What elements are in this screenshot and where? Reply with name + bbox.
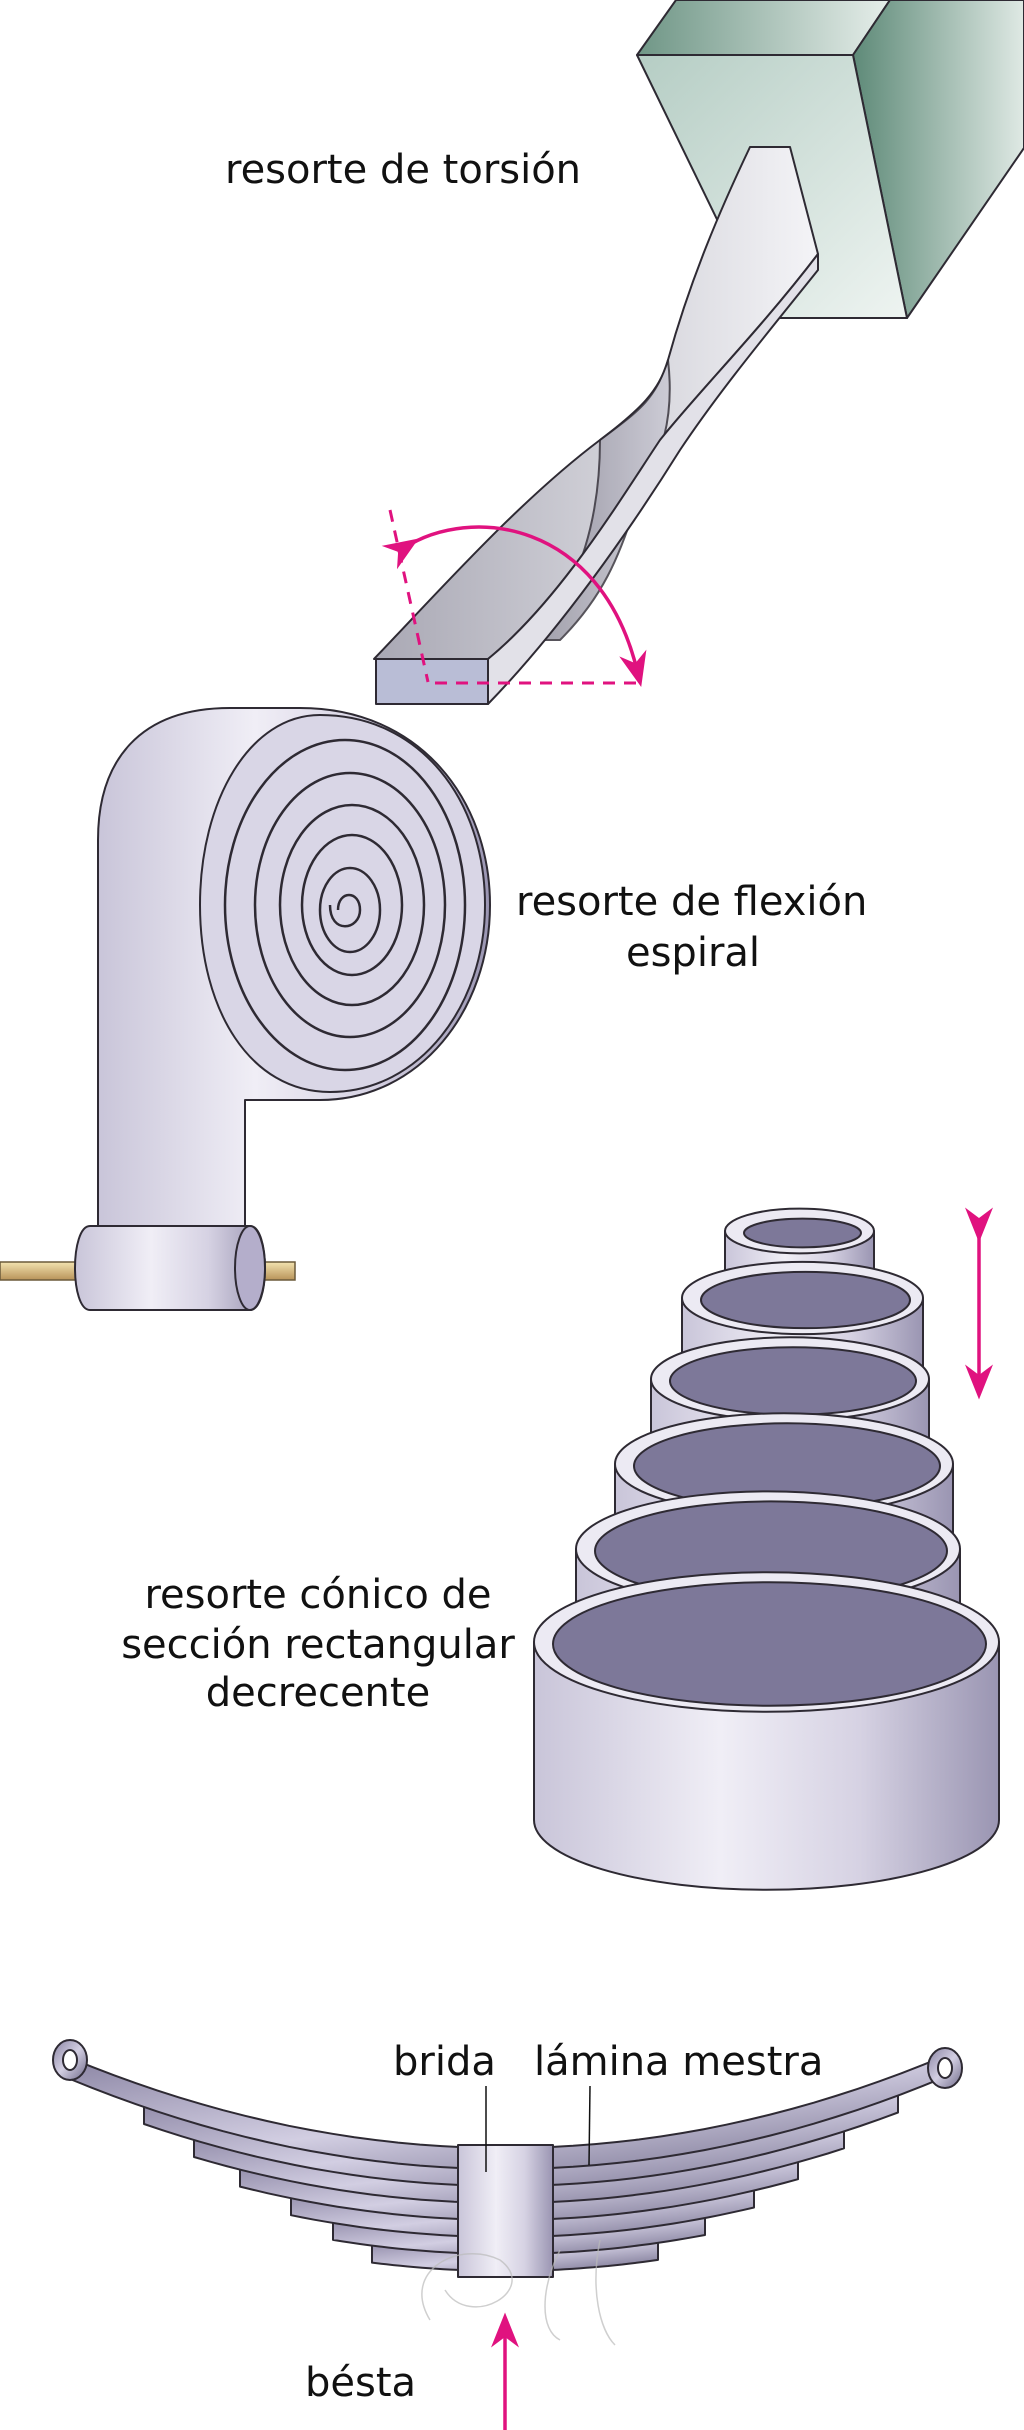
roller-cylinder-end [234, 1225, 266, 1311]
conical-spring-label-line1: resorte cónico de [144, 1572, 491, 1618]
conical-tier [533, 1571, 1000, 1891]
tier-opening [552, 1581, 987, 1707]
coil-ring [318, 866, 382, 954]
torsion-spring-label: resorte de torsión [225, 147, 581, 193]
spring-eye-hole [62, 2049, 78, 2071]
base-label: bésta [305, 2360, 416, 2406]
spiral-spring-label-line1: resorte de flexión [516, 879, 867, 925]
master-leaf-label: lámina mestra [534, 2039, 823, 2085]
coil-center [328, 893, 362, 928]
spiral-coil-face [199, 714, 486, 1093]
conical-spring-label-line2: sección rectangular [121, 1622, 515, 1668]
tier-opening [700, 1270, 911, 1330]
coil-ring [278, 803, 426, 1007]
leaf-spring [52, 2039, 963, 2278]
coil-ring [253, 771, 447, 1039]
tier-opening [743, 1217, 862, 1249]
flange-clamp [457, 2144, 554, 2278]
coil-ring [223, 738, 467, 1072]
rotation-arrow-icon [381, 525, 647, 687]
spiral-coils [223, 738, 467, 1072]
conical-spring-label-line3: decrecente [206, 1670, 430, 1716]
coil-ring [300, 833, 404, 977]
master-leaf-leader-line [588, 2085, 591, 2166]
block-top-face [636, 0, 891, 56]
rotation-indicator [381, 509, 647, 687]
torsion-bar [373, 146, 819, 705]
tier-opening [669, 1346, 917, 1416]
spiral-spring-label-line2: espiral [626, 930, 760, 976]
torsion-spring: resorte de torsión [225, 0, 1024, 705]
watermark-signature [421, 2239, 616, 2346]
spiral-spring: resorte de flexión espiral [0, 707, 867, 1311]
bar-side-face [487, 253, 819, 705]
fixed-block [636, 0, 1024, 319]
conical-spring [533, 1207, 1000, 1891]
bar-end-face [375, 658, 489, 705]
flange-label: brida [393, 2039, 496, 2085]
spring-eye-hole [937, 2057, 953, 2079]
tier-wall [533, 1641, 1000, 1891]
